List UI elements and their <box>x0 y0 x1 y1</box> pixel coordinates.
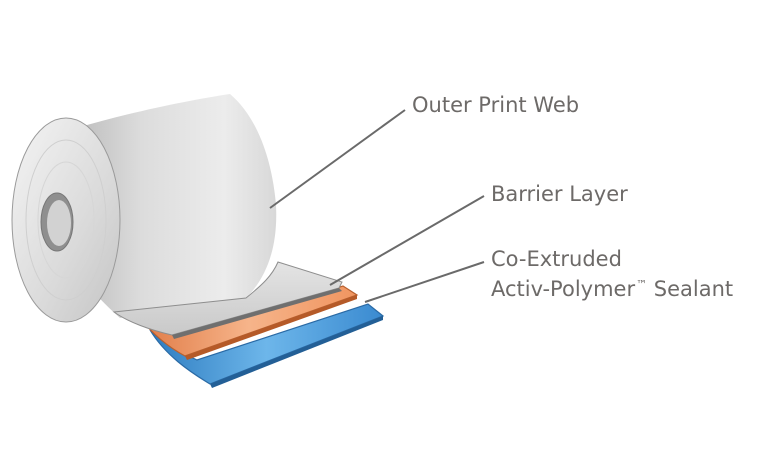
label-barrier-layer: Barrier Layer <box>491 181 628 207</box>
barrier-layer-edge <box>185 295 357 360</box>
label-outer-print-web: Outer Print Web <box>412 92 579 118</box>
label-coextruded-line2: Activ-Polymer™ Sealant <box>491 272 733 302</box>
label-coextruded-line1: Co-Extruded <box>491 247 622 271</box>
label-coextruded-sealant: Co-Extruded Activ-Polymer™ Sealant <box>491 246 733 302</box>
roll-end-face-ring-inner <box>37 161 95 279</box>
sealant-layer-edge <box>210 316 383 388</box>
trademark-symbol: ™ <box>636 278 648 291</box>
label-outer-print-web-text: Outer Print Web <box>412 93 580 117</box>
roll-core-inner <box>47 200 71 246</box>
roll-body <box>68 94 277 318</box>
label-activ-polymer: Activ-Polymer <box>491 277 636 301</box>
roll-end-face-ring <box>25 139 107 301</box>
leader-line-outer <box>269 109 406 209</box>
leader-line-coextruded <box>364 261 485 303</box>
label-barrier-layer-text: Barrier Layer <box>491 182 628 206</box>
leader-line-barrier <box>329 195 485 286</box>
outer-print-web-sheet-edge <box>172 288 342 339</box>
label-sealant: Sealant <box>653 277 734 301</box>
